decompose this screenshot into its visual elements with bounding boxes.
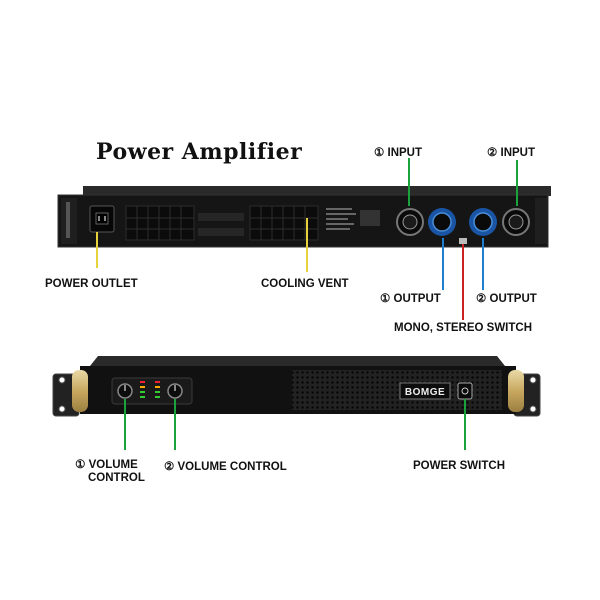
label-input-1: ① INPUT: [374, 147, 423, 159]
xlr-input-2: [502, 208, 530, 236]
led-indicators: [140, 381, 160, 398]
label-volume-control-2: ② VOLUME CONTROL: [164, 461, 287, 473]
label-volume-control-1-line2: CONTROL: [88, 472, 145, 484]
brand-name: BOMGE: [405, 387, 445, 398]
label-cooling-vent: COOLING VENT: [261, 278, 349, 290]
label-mono-stereo-switch: MONO, STEREO SWITCH: [394, 322, 532, 334]
label-input-2: ② INPUT: [487, 147, 536, 159]
cooling-vent-left: [125, 205, 195, 241]
label-power-outlet: POWER OUTLET: [45, 278, 138, 290]
power-switch: [457, 382, 473, 400]
speakon-output-2: [469, 208, 497, 236]
left-handle: [72, 370, 88, 412]
mono-stereo-switch: [459, 238, 467, 244]
rear-panel: [57, 186, 551, 248]
label-volume-control-1-line1: ① VOLUME: [75, 459, 138, 471]
volume-knob-1: [117, 383, 133, 399]
label-volume-control-1: ① VOLUME CONTROL: [68, 459, 145, 485]
speakon-output-1: [428, 208, 456, 236]
volume-knob-2: [167, 383, 183, 399]
right-handle: [508, 370, 524, 412]
brand-plate: [399, 382, 451, 400]
front-panel: BOMGE: [52, 356, 541, 417]
label-output-1: ① OUTPUT: [380, 293, 441, 305]
xlr-input-1: [396, 208, 424, 236]
diagram-title: Power Amplifier: [96, 139, 303, 165]
label-power-switch: POWER SWITCH: [413, 460, 505, 472]
label-output-2: ② OUTPUT: [476, 293, 537, 305]
power-outlet: [89, 205, 115, 233]
